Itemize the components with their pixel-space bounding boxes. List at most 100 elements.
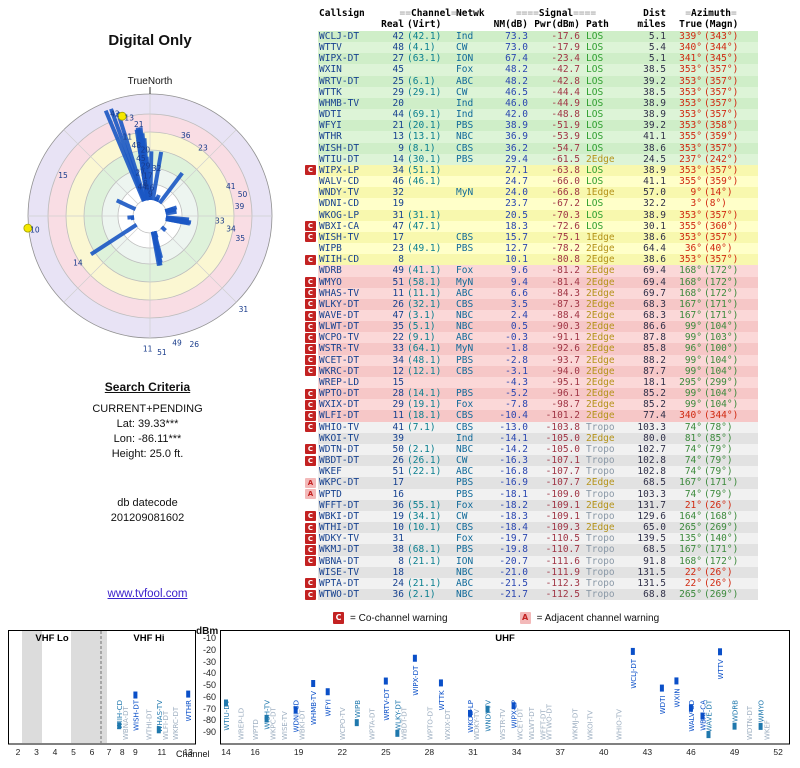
cell-nm: 36.9 — [505, 131, 528, 143]
radar-channel-label: 31 — [239, 305, 249, 314]
cell-am: (85°) — [704, 432, 733, 444]
cell-at: 353° — [679, 120, 702, 132]
co-channel-warning-badge: C — [305, 232, 316, 243]
cell-p: -111.9 — [545, 566, 580, 578]
radar-signal-bar — [158, 171, 184, 205]
cell-at: 74° — [684, 443, 702, 455]
cell-am: (103°) — [704, 332, 739, 344]
cell-am: (171°) — [704, 544, 739, 556]
channel-tick-label: 28 — [425, 747, 435, 757]
co-channel-warning-badge: C — [305, 556, 316, 567]
cell-n: MyN — [456, 187, 474, 199]
co-channel-warning-badge: C — [305, 299, 316, 310]
spectrum-station-label: WIIH-CD — [116, 700, 124, 729]
cell-v: (41.1) — [407, 265, 442, 277]
spectrum-station-label: WHAS-TV — [156, 700, 164, 733]
cell-c: WTHI-DT — [319, 522, 360, 534]
cell-nm: -18.4 — [499, 522, 528, 534]
cell-c: WXIN — [319, 64, 342, 76]
spectrum-station-label: WDRB — [732, 700, 740, 722]
cell-mi: 103.3 — [637, 421, 666, 433]
co-channel-warning-badge: C — [305, 310, 316, 321]
cell-v: (64.1) — [407, 343, 442, 355]
cell-at: 99° — [684, 388, 702, 400]
cell-am: (357°) — [704, 86, 739, 98]
cell-am: (79°) — [704, 488, 733, 500]
cell-nm: 48.2 — [505, 75, 528, 87]
co-channel-warning-badge: C — [305, 589, 316, 600]
tvfool-link[interactable]: www.tvfool.com — [107, 588, 188, 600]
spectrum-signal-bar — [732, 722, 737, 730]
dbm-tick-label: -30 — [202, 656, 216, 667]
cell-p: -80.8 — [551, 254, 580, 266]
cell-pa: 2Edge — [586, 432, 615, 444]
radar-channel-label: 51 — [157, 348, 167, 357]
cell-nm: 73.0 — [505, 42, 528, 54]
cell-pa: LOS — [586, 97, 604, 109]
cell-nm: -16.3 — [499, 455, 528, 467]
channel-tick-label: 49 — [730, 747, 740, 757]
search-criteria-line: Height: 25.0 ft. — [111, 448, 184, 460]
cell-r: 34 — [392, 354, 404, 366]
cell-r: 32 — [392, 187, 404, 199]
radar-spoke — [161, 129, 237, 205]
cell-at: 167° — [679, 477, 702, 489]
spectrum-station-label: WDKY-TV — [473, 709, 481, 740]
spectrum-station-label: WRTV-DT — [383, 688, 391, 721]
cell-at: 167° — [679, 298, 702, 310]
spectrum-signal-bar — [293, 706, 298, 714]
radar-signal-bar — [140, 165, 150, 201]
cell-v: (12.1) — [407, 365, 442, 377]
cell-p: -17.9 — [551, 42, 580, 54]
cell-at: 353° — [679, 209, 702, 221]
cell-am: (171°) — [704, 310, 739, 321]
cell-n: CBS — [456, 410, 474, 422]
co-channel-warning-badge: C — [305, 332, 316, 343]
cell-p: -105.0 — [545, 443, 580, 455]
cell-n: CW — [456, 42, 468, 54]
co-channel-warning-badge: C — [305, 355, 316, 366]
adjacent-channel-warning-badge: A — [305, 477, 316, 488]
cell-am: (104°) — [704, 399, 739, 411]
cell-r: 19 — [392, 198, 404, 210]
cell-v: (31.1) — [407, 209, 442, 221]
cell-mi: 38.6 — [643, 142, 666, 154]
co-channel-warning-badge: C — [305, 422, 316, 433]
cell-mi: 69.4 — [643, 265, 666, 277]
cell-at: 99° — [684, 332, 702, 344]
radar-channel-label: 45 — [136, 154, 146, 163]
cell-n: CW — [456, 510, 468, 522]
cell-r: 48 — [392, 42, 404, 54]
cell-pa: 1Edge — [586, 231, 615, 243]
cell-mi: 77.4 — [643, 410, 666, 422]
cell-nm: 15.7 — [505, 231, 528, 243]
cell-nm: 3.5 — [510, 298, 528, 310]
cell-n: Fox — [456, 399, 474, 411]
cell-pa: 2Edge — [586, 410, 615, 422]
cell-p: -66.0 — [551, 176, 580, 188]
cell-nm: -14.2 — [499, 443, 528, 455]
col-header-signal-group: ====Signal==== — [515, 8, 597, 19]
radar-highlight-dot — [23, 223, 33, 233]
cell-pa: 2Edge — [586, 365, 615, 377]
cell-c: WFFT-DT — [319, 499, 360, 511]
radar-channel-label: 10 — [30, 226, 40, 235]
dbm-tick-label: -10 — [202, 633, 216, 643]
cell-at: 167° — [679, 310, 702, 321]
cell-pa: 2Edge — [586, 354, 615, 366]
cell-c: WXIX-DT — [319, 399, 360, 411]
cell-v: (48.1) — [407, 354, 442, 366]
cell-am: (26°) — [704, 566, 733, 578]
cell-c: WISE-TV — [319, 566, 360, 578]
cell-n: PBS — [456, 544, 474, 556]
cell-mi: 65.0 — [643, 522, 666, 534]
cell-am: (357°) — [704, 64, 739, 76]
cell-mi: 38.6 — [643, 254, 666, 266]
cell-pa: 2Edge — [586, 254, 615, 266]
